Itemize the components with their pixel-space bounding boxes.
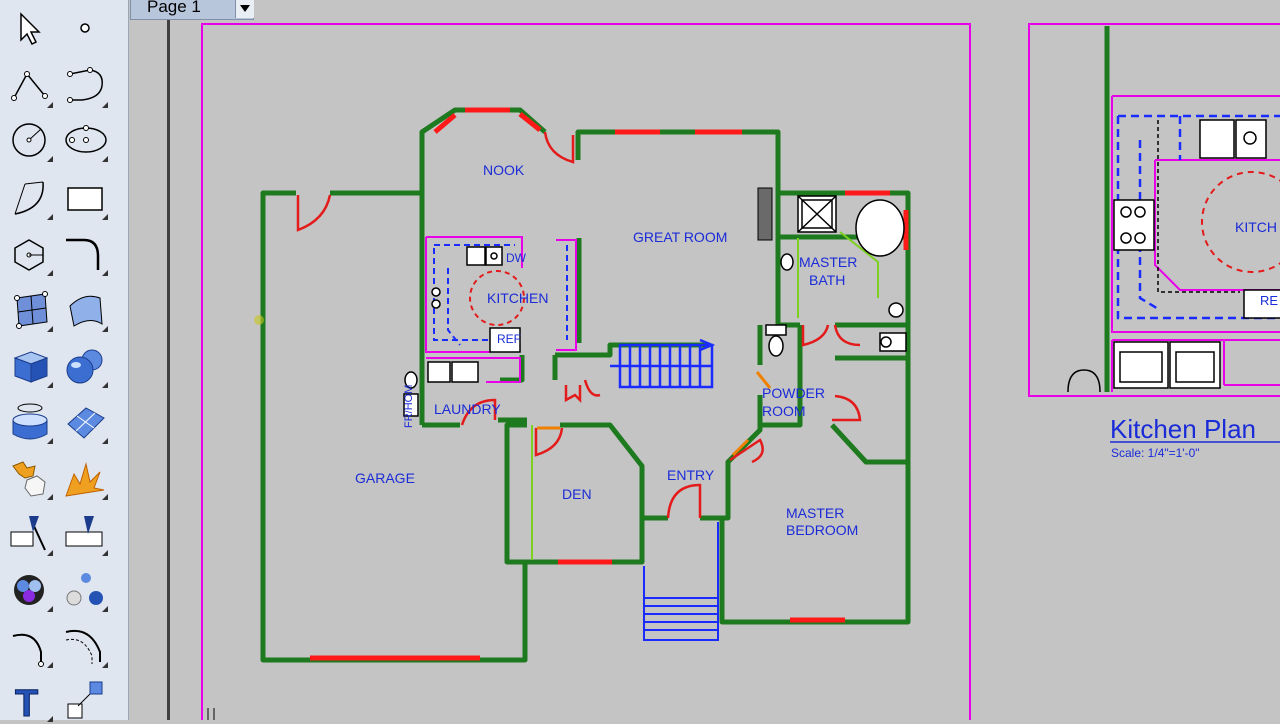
page-tab-label: Page 1 bbox=[147, 0, 201, 16]
kitchen-island bbox=[469, 270, 525, 326]
page-border-main bbox=[201, 23, 971, 720]
appliances bbox=[403, 195, 907, 417]
offset-curve-icon[interactable] bbox=[60, 622, 110, 670]
room-label-powder-room-2: ROOM bbox=[762, 403, 806, 419]
viewport-resize-grip[interactable] bbox=[207, 708, 215, 720]
scale-icon[interactable] bbox=[60, 676, 110, 724]
room-label-powder-room-1: POWDER bbox=[762, 385, 825, 401]
room-label-nook: NOOK bbox=[483, 162, 525, 178]
floor-plan-walls bbox=[260, 107, 911, 663]
cylinder-solid-icon[interactable] bbox=[5, 398, 55, 446]
fillet-curve-icon[interactable] bbox=[60, 230, 110, 278]
polygon-icon[interactable] bbox=[5, 230, 55, 278]
kitchen-cabinets bbox=[433, 244, 568, 346]
arc-icon[interactable] bbox=[5, 174, 55, 222]
layout-viewport[interactable]: NOOK GREAT ROOM KITCHEN DW REF MASTER BA… bbox=[130, 20, 1280, 720]
room-label-kitchen: KITCHEN bbox=[487, 290, 548, 306]
blend-curve-icon[interactable] bbox=[5, 622, 55, 670]
main-stairs bbox=[610, 338, 716, 389]
explode-icon[interactable] bbox=[60, 454, 110, 502]
page-border-detail bbox=[1028, 23, 1280, 397]
render-lights-icon[interactable] bbox=[60, 566, 110, 614]
entry-stairs bbox=[643, 522, 719, 641]
kitchen-cabinets-outline bbox=[425, 236, 577, 383]
rectangle-icon[interactable] bbox=[60, 174, 110, 222]
partition-walls bbox=[531, 231, 879, 560]
doors bbox=[296, 131, 862, 519]
room-label-master-bath-2: BATH bbox=[809, 272, 845, 288]
surface-from-points-icon[interactable] bbox=[5, 286, 55, 334]
text-icon[interactable]: T bbox=[5, 676, 55, 724]
windows bbox=[310, 107, 909, 661]
room-label-dw: DW bbox=[506, 251, 527, 265]
room-label-master-bedroom-1: MASTER bbox=[786, 505, 844, 521]
fireplace bbox=[757, 187, 773, 241]
page-dropdown-button[interactable] bbox=[235, 0, 254, 18]
svg-text:T: T bbox=[15, 683, 38, 724]
select-arrow-icon[interactable] bbox=[5, 4, 55, 52]
page-tab[interactable]: Page 1 bbox=[130, 0, 254, 20]
surface-icon[interactable] bbox=[60, 286, 110, 334]
render-materials-icon[interactable] bbox=[5, 566, 55, 614]
mesh-icon[interactable] bbox=[60, 398, 110, 446]
polyline-icon[interactable] bbox=[5, 62, 55, 110]
room-label-laundry: LAUNDRY bbox=[434, 401, 501, 417]
room-label-fr: FR/HOM bbox=[403, 385, 415, 428]
box-solid-icon[interactable] bbox=[5, 342, 55, 390]
kitchen-detail-label-ref: RE bbox=[1260, 293, 1278, 308]
ellipse-icon[interactable] bbox=[60, 116, 110, 164]
viewport-divider bbox=[167, 20, 170, 720]
dimension-icon[interactable] bbox=[5, 510, 55, 558]
circle-icon[interactable] bbox=[5, 116, 55, 164]
kitchen-detail-label-kitchen: KITCH bbox=[1235, 219, 1277, 235]
snap-point-marker bbox=[254, 315, 264, 325]
kitchen-detail-drawing: KITCH RE bbox=[1067, 26, 1280, 393]
transform-icon[interactable] bbox=[5, 454, 55, 502]
room-label-den: DEN bbox=[562, 486, 592, 502]
kitchen-plan-title: Kitchen Plan bbox=[1110, 414, 1256, 444]
command-toolbar: T bbox=[0, 0, 129, 724]
room-label-entry: ENTRY bbox=[667, 467, 715, 483]
room-label-great-room: GREAT ROOM bbox=[633, 229, 727, 245]
room-label-master-bath-1: MASTER bbox=[799, 254, 857, 270]
room-label-ref: REF bbox=[497, 332, 521, 346]
sphere-solid-icon[interactable] bbox=[60, 342, 110, 390]
point-icon[interactable] bbox=[60, 4, 110, 52]
dimension-edit-icon[interactable] bbox=[60, 510, 110, 558]
kitchen-plan-scale: Scale: 1/4"=1'-0" bbox=[1111, 446, 1200, 460]
room-label-garage: GARAGE bbox=[355, 470, 415, 486]
room-label-master-bedroom-2: BEDROOM bbox=[786, 522, 858, 538]
curve-icon[interactable] bbox=[60, 62, 110, 110]
